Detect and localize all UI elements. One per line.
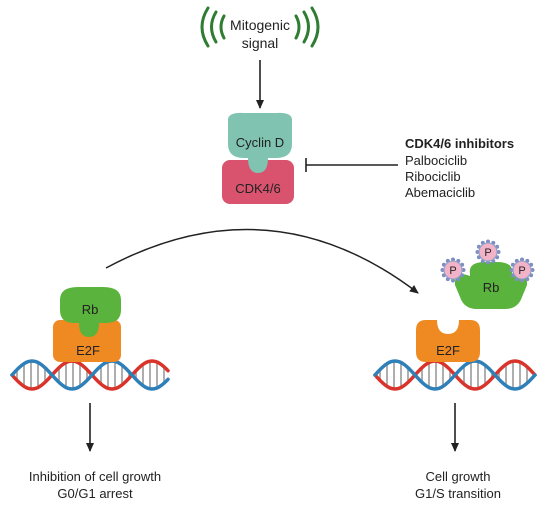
rb-label-left: Rb <box>82 302 99 317</box>
inhibitors-list: CDK4/6 inhibitors Palbociclib Ribociclib… <box>405 136 514 200</box>
e2f-shape-right <box>416 320 480 362</box>
phospho-groups: P P P <box>440 239 535 283</box>
phosphate-label: P <box>449 265 456 277</box>
inhibition-line <box>305 158 398 172</box>
inhibitors-title: CDK4/6 inhibitors <box>405 136 514 151</box>
e2f-label-left: E2F <box>76 343 100 358</box>
mitogenic-signal: Mitogenic signal <box>200 6 320 51</box>
dna-helix-left <box>10 359 170 391</box>
cyclin-cdk-complex: Cyclin D CDK4/6 <box>222 112 294 204</box>
phosphate-group: P <box>509 257 535 283</box>
inhibitor-item: Ribociclib <box>405 169 461 184</box>
e2f-label-right: E2F <box>436 343 460 358</box>
dna-strand <box>10 359 170 391</box>
inhibitor-item: Abemaciclib <box>405 185 475 200</box>
phospho-rb: Rb <box>454 262 528 309</box>
phosphorylation-arrow <box>105 228 419 294</box>
cdk46-label: CDK4/6 <box>235 181 281 196</box>
left-outcome-line2: G0/G1 arrest <box>57 486 133 501</box>
rb-shape-right <box>454 262 528 309</box>
right-outcome-line1: Cell growth <box>425 469 490 484</box>
dna-helix-right <box>373 359 537 391</box>
signal-label-line2: signal <box>242 35 279 51</box>
inhibitor-item: Palbociclib <box>405 153 467 168</box>
signal-wave-icon <box>200 6 320 48</box>
phosphate-group: P <box>440 257 466 283</box>
left-outcome-line1: Inhibition of cell growth <box>29 469 161 484</box>
dna-strand <box>10 359 170 391</box>
dna-strand <box>373 359 537 391</box>
cyclin-d-shape <box>228 112 292 173</box>
phosphate-label: P <box>518 265 525 277</box>
cyclin-d-label: Cyclin D <box>236 135 284 150</box>
cdk46-shape <box>222 160 294 204</box>
phosphate-label: P <box>484 247 491 259</box>
rb-shape-left <box>60 287 121 337</box>
right-outcome-line2: G1/S transition <box>415 486 501 501</box>
e2f-rb-bound: Rb E2F <box>53 287 121 362</box>
rb-label-right: Rb <box>483 280 500 295</box>
e2f-free: E2F <box>416 320 480 362</box>
signal-label-line1: Mitogenic <box>230 17 290 33</box>
phosphate-group: P <box>475 239 501 265</box>
e2f-shape-left <box>53 320 121 362</box>
